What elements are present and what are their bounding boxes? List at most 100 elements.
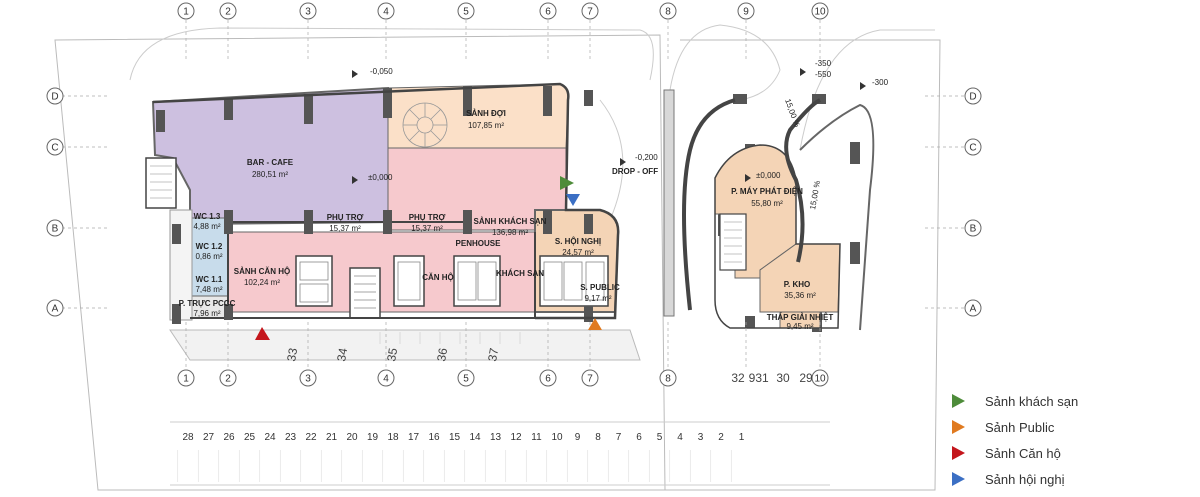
grid-bubble-A: A xyxy=(52,304,59,315)
grid-bubble-9: 9 xyxy=(743,7,749,18)
area-wc-11: 7,48 m² xyxy=(195,285,222,294)
area-sanh-doi: 107,85 m² xyxy=(468,121,504,130)
label-can-ho: CĂN HỘ xyxy=(422,273,454,282)
grid-bubble-B: B xyxy=(970,224,977,235)
grid-bubble-3: 3 xyxy=(305,7,311,18)
grid-bubble-D: D xyxy=(51,92,58,103)
parking-slot-16: 16 xyxy=(428,432,440,443)
area-sanh-can-ho: 102,24 m² xyxy=(244,278,280,287)
legend-marker-2 xyxy=(952,446,965,460)
grid-bubble-1: 1 xyxy=(183,7,189,18)
grid-bubble-circle-10 xyxy=(811,369,829,387)
area-wc-12: 0,86 m² xyxy=(195,252,222,261)
parking-slot-5: 5 xyxy=(657,432,663,443)
legend-label-1: Sảnh Public xyxy=(985,420,1055,435)
motor-slot-29: 29 xyxy=(799,371,813,385)
grid-bubble-circle-7 xyxy=(581,2,599,20)
label-wc-12: WC 1.2 xyxy=(196,242,223,251)
arrow-sanh-hoi-nghi xyxy=(566,194,580,206)
grid-lines xyxy=(62,20,965,370)
grid-bubble-4: 4 xyxy=(383,7,389,18)
grid-bubble-2: 2 xyxy=(225,7,231,18)
grid-bubble-B: B xyxy=(52,224,59,235)
outer-wall-main xyxy=(152,82,620,320)
parking-slot-26: 26 xyxy=(223,432,235,443)
grid-bubble-circle-2 xyxy=(219,2,237,20)
label-wc-11: WC 1.1 xyxy=(196,275,223,284)
room-labels: BAR - CAFE 280,51 m² SẢNH ĐỢI 107,85 m² … xyxy=(179,109,834,331)
label-phu-tro-2: PHỤ TRỢ xyxy=(409,213,446,222)
grid-bubble-circle-D xyxy=(46,87,64,105)
right-building-outline xyxy=(714,144,841,329)
grid-bubble-circle-1 xyxy=(177,369,195,387)
area-wc-13: 4,88 m² xyxy=(193,222,220,231)
road-curve-right-2 xyxy=(799,29,935,151)
legend-label-2: Sảnh Căn hộ xyxy=(985,446,1061,461)
parking-slot-11: 11 xyxy=(531,432,542,443)
grid-bubble-A: A xyxy=(970,304,977,315)
parking-slot-24: 24 xyxy=(264,432,276,443)
level-right-a: -350 xyxy=(815,59,832,68)
grid-bubble-10: 10 xyxy=(814,7,826,18)
grid-bubble-circle-6 xyxy=(539,2,557,20)
label-khach-san: KHÁCH SẠN xyxy=(496,269,544,278)
area-phu-tro-2: 15,37 m² xyxy=(411,224,443,233)
grid-bubble-5: 5 xyxy=(463,374,469,385)
grid-bubble-circle-5 xyxy=(457,369,475,387)
label-penhouse: PENHOUSE xyxy=(456,239,502,248)
grid-bubble-7: 7 xyxy=(587,374,593,385)
area-bar-cafe: 280,51 m² xyxy=(252,170,288,179)
grid-bubble-3: 3 xyxy=(305,374,311,385)
motor-slot-33: 33 xyxy=(284,347,300,363)
grid-bubble-circle-8 xyxy=(659,2,677,20)
motor-slot-35: 35 xyxy=(384,347,400,363)
legend-marker-3 xyxy=(952,472,965,486)
grid-bubble-6: 6 xyxy=(545,7,551,18)
grid-bubble-C: C xyxy=(969,143,976,154)
level-floor-right: ±0,000 xyxy=(756,171,781,180)
grid-bubble-5: 5 xyxy=(463,7,469,18)
grid-bubble-circle-B xyxy=(964,219,982,237)
ramp-slope-b: 15,00 % xyxy=(808,180,822,210)
room-bar-cafe xyxy=(151,86,392,226)
legend-marker-0 xyxy=(952,394,965,408)
motor-slot-34: 34 xyxy=(334,347,350,363)
level-right-c: -300 xyxy=(872,78,889,87)
area-sanh-khach-san: 136,98 m² xyxy=(492,228,528,237)
label-hoi-nghi: S. HỘI NGHỊ xyxy=(555,237,601,246)
parking-slot-18: 18 xyxy=(387,432,399,443)
motor-slot-9: 9 xyxy=(749,371,756,385)
grid-bubble-7: 7 xyxy=(587,7,593,18)
grid-bubble-circle-D xyxy=(964,87,982,105)
grid-bubble-circle-10 xyxy=(811,2,829,20)
parking-slot-19: 19 xyxy=(367,432,379,443)
grid-bubble-circle-3 xyxy=(299,369,317,387)
grid-bubble-D: D xyxy=(969,92,976,103)
label-kho: P. KHO xyxy=(784,280,811,289)
parking-slot-25: 25 xyxy=(244,432,256,443)
motor-slot-30: 30 xyxy=(776,371,790,385)
grid-bubble-C: C xyxy=(51,143,58,154)
label-bar-cafe: BAR - CAFE xyxy=(247,158,294,167)
grid-bubble-circle-4 xyxy=(377,369,395,387)
label-public: S. PUBLIC xyxy=(580,283,620,292)
label-dropoff: DROP - OFF xyxy=(612,167,658,176)
label-truc-pccc: P. TRỰC PCCC xyxy=(179,299,236,308)
parking-slot-21: 21 xyxy=(326,432,338,443)
drop-off-curve xyxy=(599,99,624,221)
motor-slot-37: 37 xyxy=(485,347,501,363)
grid-bubble-circle-3 xyxy=(299,2,317,20)
parking-slot-12: 12 xyxy=(510,432,522,443)
parking-slot-28: 28 xyxy=(182,432,194,443)
core-details xyxy=(299,261,605,309)
stair-left-treads xyxy=(150,165,172,199)
level-top: -0,050 xyxy=(370,67,393,76)
grid-bubble-circle-A xyxy=(964,299,982,317)
parking-slot-4: 4 xyxy=(677,432,683,443)
label-sanh-khach-san: SẢNH KHÁCH SẠN xyxy=(474,217,547,226)
grid-bubble-8: 8 xyxy=(665,374,671,385)
